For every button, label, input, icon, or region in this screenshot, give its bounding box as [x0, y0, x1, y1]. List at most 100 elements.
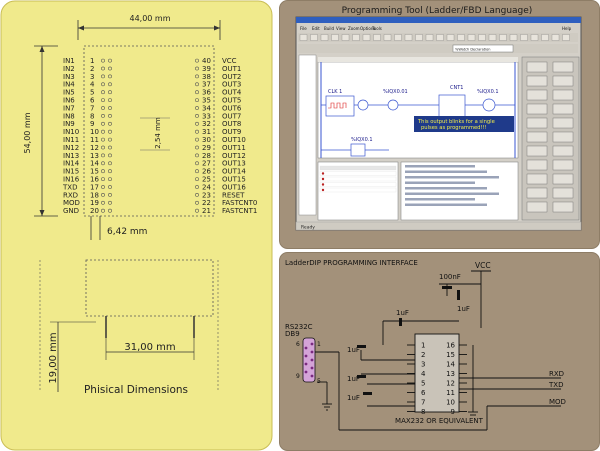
toolbar-button[interactable] — [425, 34, 434, 41]
palette-component-button[interactable] — [526, 145, 548, 157]
chip-right-pin-number: 14 — [446, 361, 455, 369]
menu-item[interactable]: Build — [324, 26, 335, 31]
left-pin-hole-2 — [108, 98, 112, 103]
left-pin-hole — [101, 82, 105, 87]
vcc-label: VCC — [475, 261, 491, 270]
toolbar-button[interactable] — [520, 34, 528, 41]
palette-component-button[interactable] — [526, 131, 548, 143]
palette-component-button[interactable] — [552, 201, 574, 213]
toolbar-button[interactable] — [562, 34, 570, 41]
menu-item[interactable]: Tools — [371, 26, 382, 31]
toolbar-button[interactable] — [530, 34, 539, 41]
toolbar-button[interactable] — [341, 34, 350, 41]
variable-row[interactable] — [319, 171, 397, 176]
left-pin-hole — [101, 137, 105, 142]
toolbar-button[interactable] — [467, 34, 476, 41]
status-bar — [295, 221, 582, 231]
palette-component-button[interactable] — [552, 61, 574, 73]
output-coil[interactable] — [482, 98, 496, 112]
left-pin-number: 8 — [90, 112, 94, 120]
contact-3[interactable] — [350, 143, 366, 157]
toolbar-button[interactable] — [373, 34, 381, 41]
palette-component-button[interactable] — [552, 131, 574, 143]
palette-component-button[interactable] — [552, 173, 574, 185]
menu-item[interactable]: View — [336, 26, 346, 31]
right-pin-hole — [195, 82, 199, 87]
max232-chip — [414, 333, 460, 413]
left-pin-hole — [101, 121, 105, 126]
note-box — [414, 116, 514, 132]
ladder-title: LadderDIP PROGRAMMING INTERFACE — [285, 259, 418, 267]
palette-component-button[interactable] — [552, 75, 574, 87]
toolbar-button[interactable] — [551, 34, 560, 41]
right-pin-label: OUT1 — [222, 65, 241, 73]
variable-row[interactable] — [319, 165, 397, 171]
contact-2[interactable] — [387, 99, 399, 111]
palette-component-button[interactable] — [526, 75, 548, 87]
variable-row[interactable] — [319, 187, 397, 193]
palette-component-button[interactable] — [526, 201, 548, 213]
cap-vcc-label: 1uF — [457, 305, 470, 313]
right-pin-label: OUT3 — [222, 81, 241, 89]
toolbar-button[interactable] — [352, 34, 360, 41]
right-pin-label: OUT6 — [222, 104, 242, 112]
toolbar-button[interactable] — [509, 34, 518, 41]
right-pin-label: OUT15 — [222, 176, 246, 184]
left-pin-hole-2 — [108, 137, 112, 142]
toolbar-button[interactable] — [383, 34, 392, 41]
palette-component-button[interactable] — [552, 89, 574, 101]
palette-component-button[interactable] — [526, 61, 548, 73]
toolbar-button[interactable] — [299, 34, 308, 41]
palette-component-button[interactable] — [552, 103, 574, 115]
palette-component-button[interactable] — [526, 187, 548, 199]
toolbar-button[interactable] — [457, 34, 465, 41]
right-pin-number: 34 — [202, 104, 211, 112]
palette-component-button[interactable] — [526, 117, 548, 129]
palette-component-button[interactable] — [552, 187, 574, 199]
toolbar-row-2[interactable] — [298, 44, 578, 53]
chip-right-pin-number: 15 — [446, 351, 455, 359]
variable-row[interactable] — [319, 176, 397, 182]
toolbar-button[interactable] — [478, 34, 486, 41]
toolbar-button[interactable] — [446, 34, 455, 41]
toolbar-button[interactable] — [436, 34, 444, 41]
palette-component-button[interactable] — [526, 89, 548, 101]
palette-component-button[interactable] — [552, 117, 574, 129]
left-pin-number: 1 — [90, 57, 94, 65]
menu-item[interactable]: Edit — [312, 26, 320, 31]
palette-component-button[interactable] — [552, 159, 574, 171]
left-pin-number: 10 — [90, 128, 99, 136]
left-pin-hole — [101, 90, 105, 95]
palette-component-button[interactable] — [526, 103, 548, 115]
project-tree-pane[interactable] — [298, 54, 317, 216]
watch-dropdown[interactable] — [452, 44, 514, 53]
toolbar-button[interactable] — [541, 34, 549, 41]
left-pin-number: 9 — [90, 120, 94, 128]
toolbar-button[interactable] — [331, 34, 339, 41]
chip-left-pin-number: 5 — [421, 380, 425, 388]
toolbar-button[interactable] — [320, 34, 329, 41]
toolbar-button[interactable] — [415, 34, 423, 41]
left-pin-label: IN11 — [63, 136, 79, 144]
menu-item[interactable]: File — [300, 26, 307, 31]
palette-component-button[interactable] — [526, 173, 548, 185]
palette-component-button[interactable] — [526, 159, 548, 171]
chip-label: MAX232 OR EQUIVALENT — [395, 417, 484, 425]
menu-item[interactable]: Zoom — [348, 26, 360, 31]
counter-block[interactable] — [438, 94, 466, 121]
toolbar-button[interactable] — [310, 34, 318, 41]
toolbar-button[interactable] — [488, 34, 497, 41]
menu-item[interactable]: Help — [562, 26, 572, 31]
toolbar-button[interactable] — [394, 34, 402, 41]
palette-component-button[interactable] — [552, 145, 574, 157]
menu-item[interactable]: Options — [360, 26, 375, 31]
right-pin-number: 29 — [202, 144, 211, 152]
toolbar-button[interactable] — [404, 34, 413, 41]
right-pin-number: 26 — [202, 168, 211, 176]
toolbar-button[interactable] — [362, 34, 371, 41]
toolbar-button[interactable] — [499, 34, 507, 41]
contact-1[interactable] — [357, 99, 369, 111]
variable-row[interactable] — [319, 182, 397, 187]
left-pin-hole-2 — [108, 66, 112, 71]
left-pin-number: 14 — [90, 160, 99, 168]
